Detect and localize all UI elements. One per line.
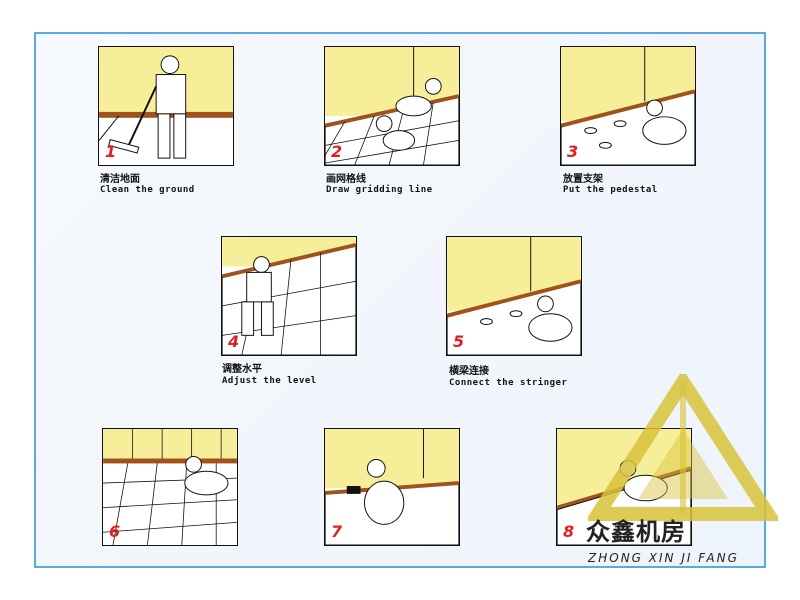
step-1-illustration: 1 <box>98 46 234 166</box>
step-number: 1 <box>105 142 117 161</box>
step-number: 3 <box>567 142 579 161</box>
step-5-title-en: Connect the stringer <box>449 378 568 388</box>
step-number: 7 <box>331 522 343 541</box>
step-number: 6 <box>109 522 121 541</box>
step-5-title-cn: 横梁连接 <box>449 366 489 377</box>
step-2-illustration: 2 <box>324 46 460 166</box>
step-4-title-en: Adjust the level <box>222 376 317 386</box>
step-4-title-cn: 调整水平 <box>222 364 262 375</box>
step-4-illustration: 4 <box>221 236 357 356</box>
step-number: 5 <box>453 332 465 351</box>
step-number: 2 <box>331 142 343 161</box>
step-number: 8 <box>563 522 575 541</box>
step-1-title-cn: 清洁地面 <box>100 174 140 185</box>
step-1-title-en: Clean the ground <box>100 185 195 195</box>
logo-text-en: ZHONG XIN JI FANG <box>588 551 739 565</box>
step-3-title-cn: 放置支架 <box>563 174 603 185</box>
step-number: 4 <box>228 332 240 351</box>
step-3-title-en: Put the pedestal <box>563 185 658 195</box>
step-2-title-en: Draw gridding line <box>326 185 433 195</box>
step-2-title-cn: 画网格线 <box>326 174 366 185</box>
step-6-illustration: 6 <box>102 428 238 546</box>
zhongxin-logo-triangle <box>588 374 778 521</box>
step-7-illustration: 7 <box>324 428 460 546</box>
step-5-illustration: 5 <box>446 236 582 356</box>
step-3-illustration: 3 <box>560 46 696 166</box>
logo-text-cn: 众鑫机房 <box>586 518 686 546</box>
